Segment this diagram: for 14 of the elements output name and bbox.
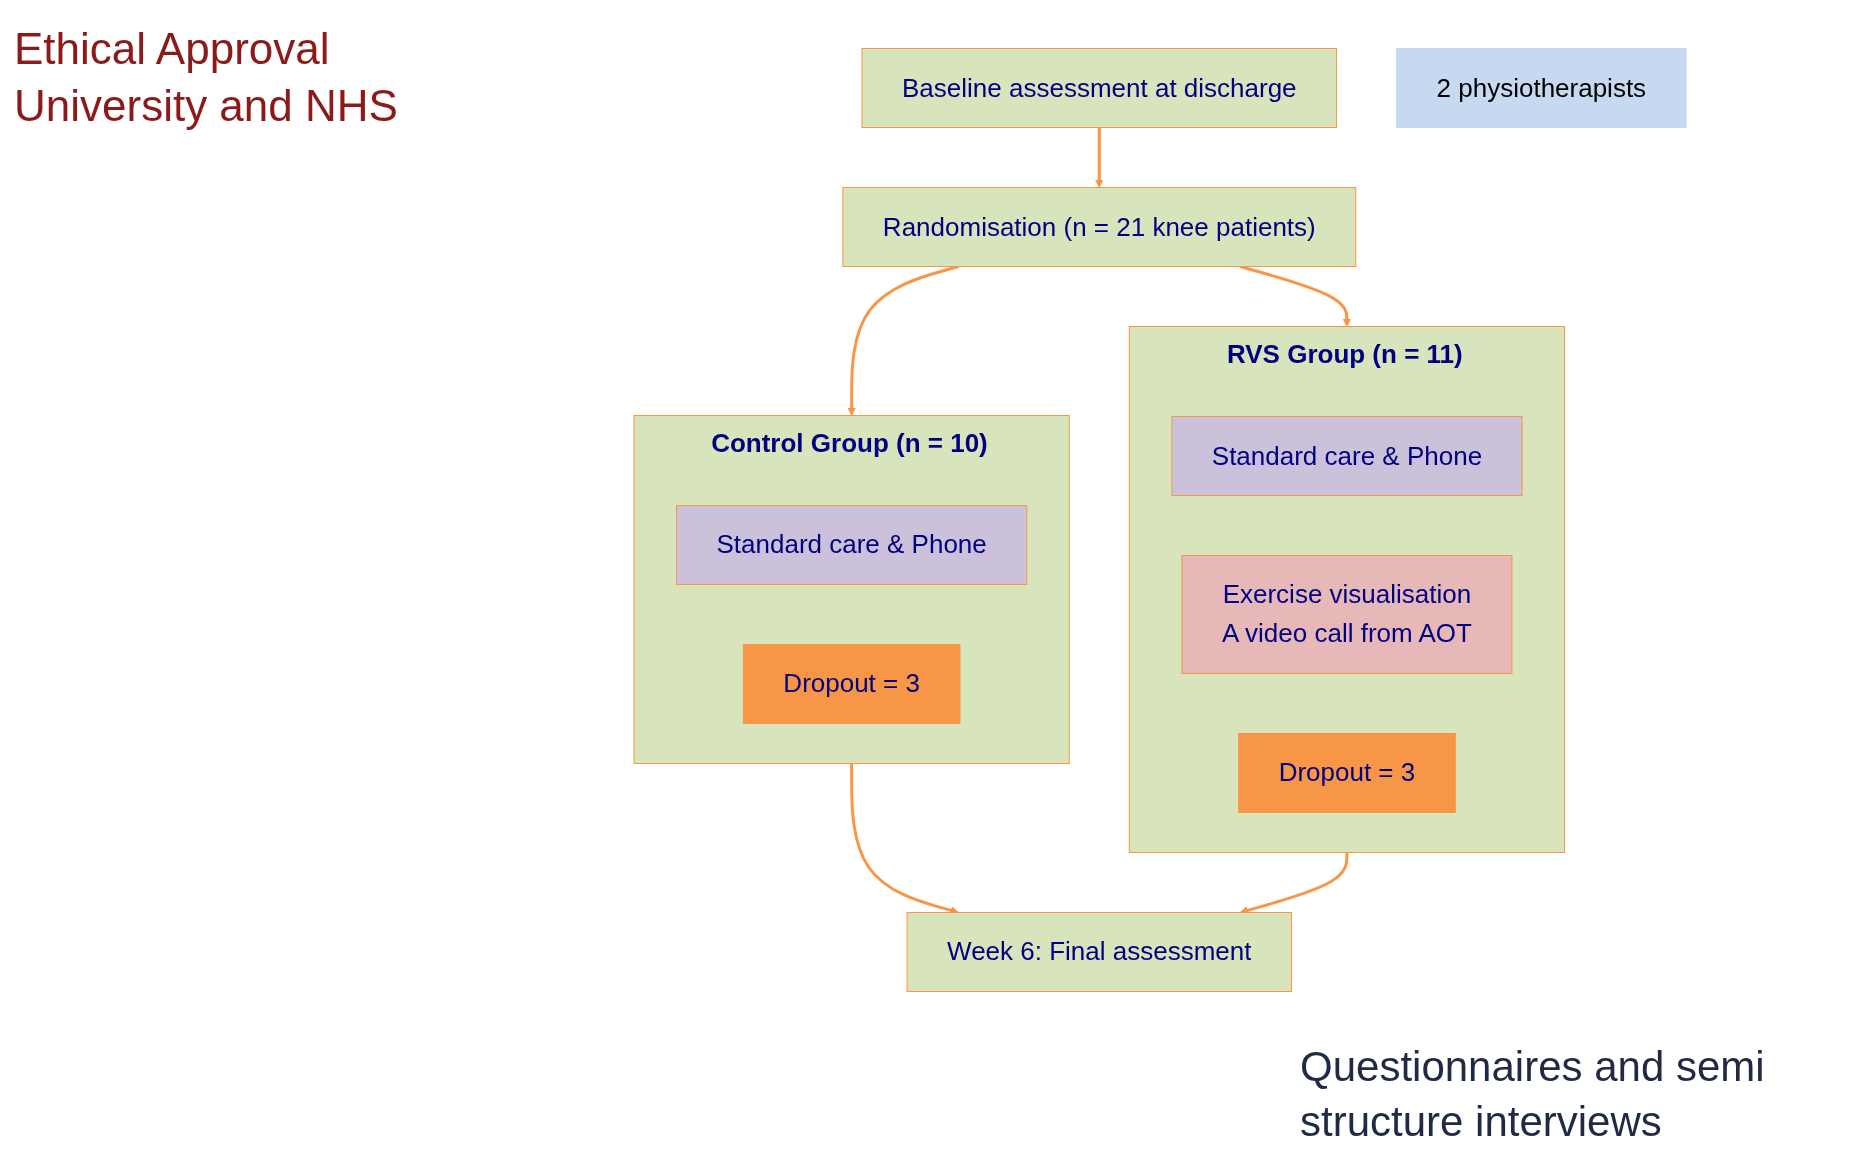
arrow	[1094, 127, 1104, 188]
node-box: Exercise visualisation A video call from AOT	[1181, 555, 1513, 674]
node-box: 2 physiotherapists	[1396, 48, 1687, 128]
node-box: Baseline assessment at discharge	[861, 48, 1337, 128]
node-box: Standard care & Phone	[675, 505, 1028, 585]
note-text: Questionnaires and semi structure interviews	[1300, 1042, 1766, 1147]
node-box: Week 6: Final assessment	[906, 912, 1292, 992]
node-box: Standard care & Phone	[1171, 416, 1523, 496]
node-box: Randomisation (n = 21 knee patients)	[842, 187, 1357, 267]
note-text: Ethical Approval University and NHS	[14, 23, 399, 133]
arrow	[1239, 265, 1352, 327]
arrow	[847, 265, 959, 416]
node-box: Dropout = 3	[742, 644, 961, 724]
node-box: Dropout = 3	[1238, 733, 1456, 813]
